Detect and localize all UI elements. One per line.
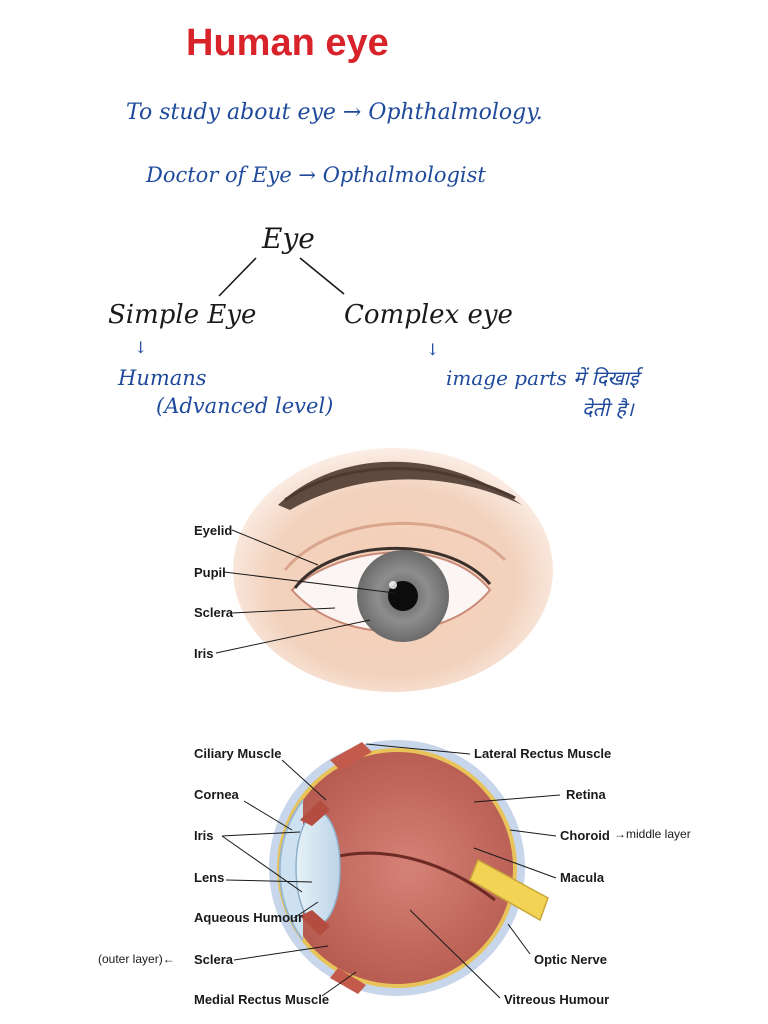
label-iris-cross: Iris (194, 828, 214, 843)
tree-complex-eye: Complex eye (344, 300, 513, 330)
eye-cross-section-illustration (269, 740, 549, 996)
label-sclera-cross: Sclera (194, 952, 234, 967)
tree-root-eye: Eye (262, 222, 315, 255)
external-eye-illustration (233, 448, 553, 692)
tree-deti-hai: देती है। (582, 397, 634, 421)
label-ciliary-muscle: Ciliary Muscle (194, 746, 282, 761)
note-outer-layer: (outer layer)← (98, 952, 175, 966)
label-lens: Lens (194, 870, 225, 885)
page-title: Human eye (186, 22, 389, 64)
label-eyelid: Eyelid (194, 523, 233, 538)
tree-advanced-level: (Advanced level) (156, 394, 334, 418)
label-sclera: Sclera (194, 605, 234, 620)
label-medial-rectus-muscle: Medial Rectus Muscle (194, 992, 330, 1007)
tree-right-arrow: ↓ (426, 340, 440, 359)
tree-simple-eye: Simple Eye (108, 300, 257, 330)
label-pupil: Pupil (194, 565, 226, 580)
label-lateral-rectus-muscle: Lateral Rectus Muscle (474, 746, 612, 761)
label-iris: Iris (194, 646, 214, 661)
tree-image-parts: image parts में दिखाई (446, 366, 639, 390)
label-cornea: Cornea (194, 787, 239, 802)
tree-humans: Humans (118, 366, 207, 390)
label-retina: Retina (566, 787, 606, 802)
note-ophthalmologist: Doctor of Eye → Opthalmologist (146, 163, 486, 187)
note-ophthalmology: To study about eye → Ophthalmology. (126, 100, 543, 125)
note-middle-layer: →middle layer (614, 827, 691, 841)
label-optic-nerve: Optic Nerve (534, 952, 607, 967)
label-choroid: Choroid (560, 828, 610, 843)
tree-left-arrow: ↓ (134, 338, 148, 357)
label-macula: Macula (560, 870, 605, 885)
label-vitreous-humour: Vitreous Humour (504, 992, 610, 1007)
label-aqueous-humour: Aqueous Humour (194, 910, 304, 925)
